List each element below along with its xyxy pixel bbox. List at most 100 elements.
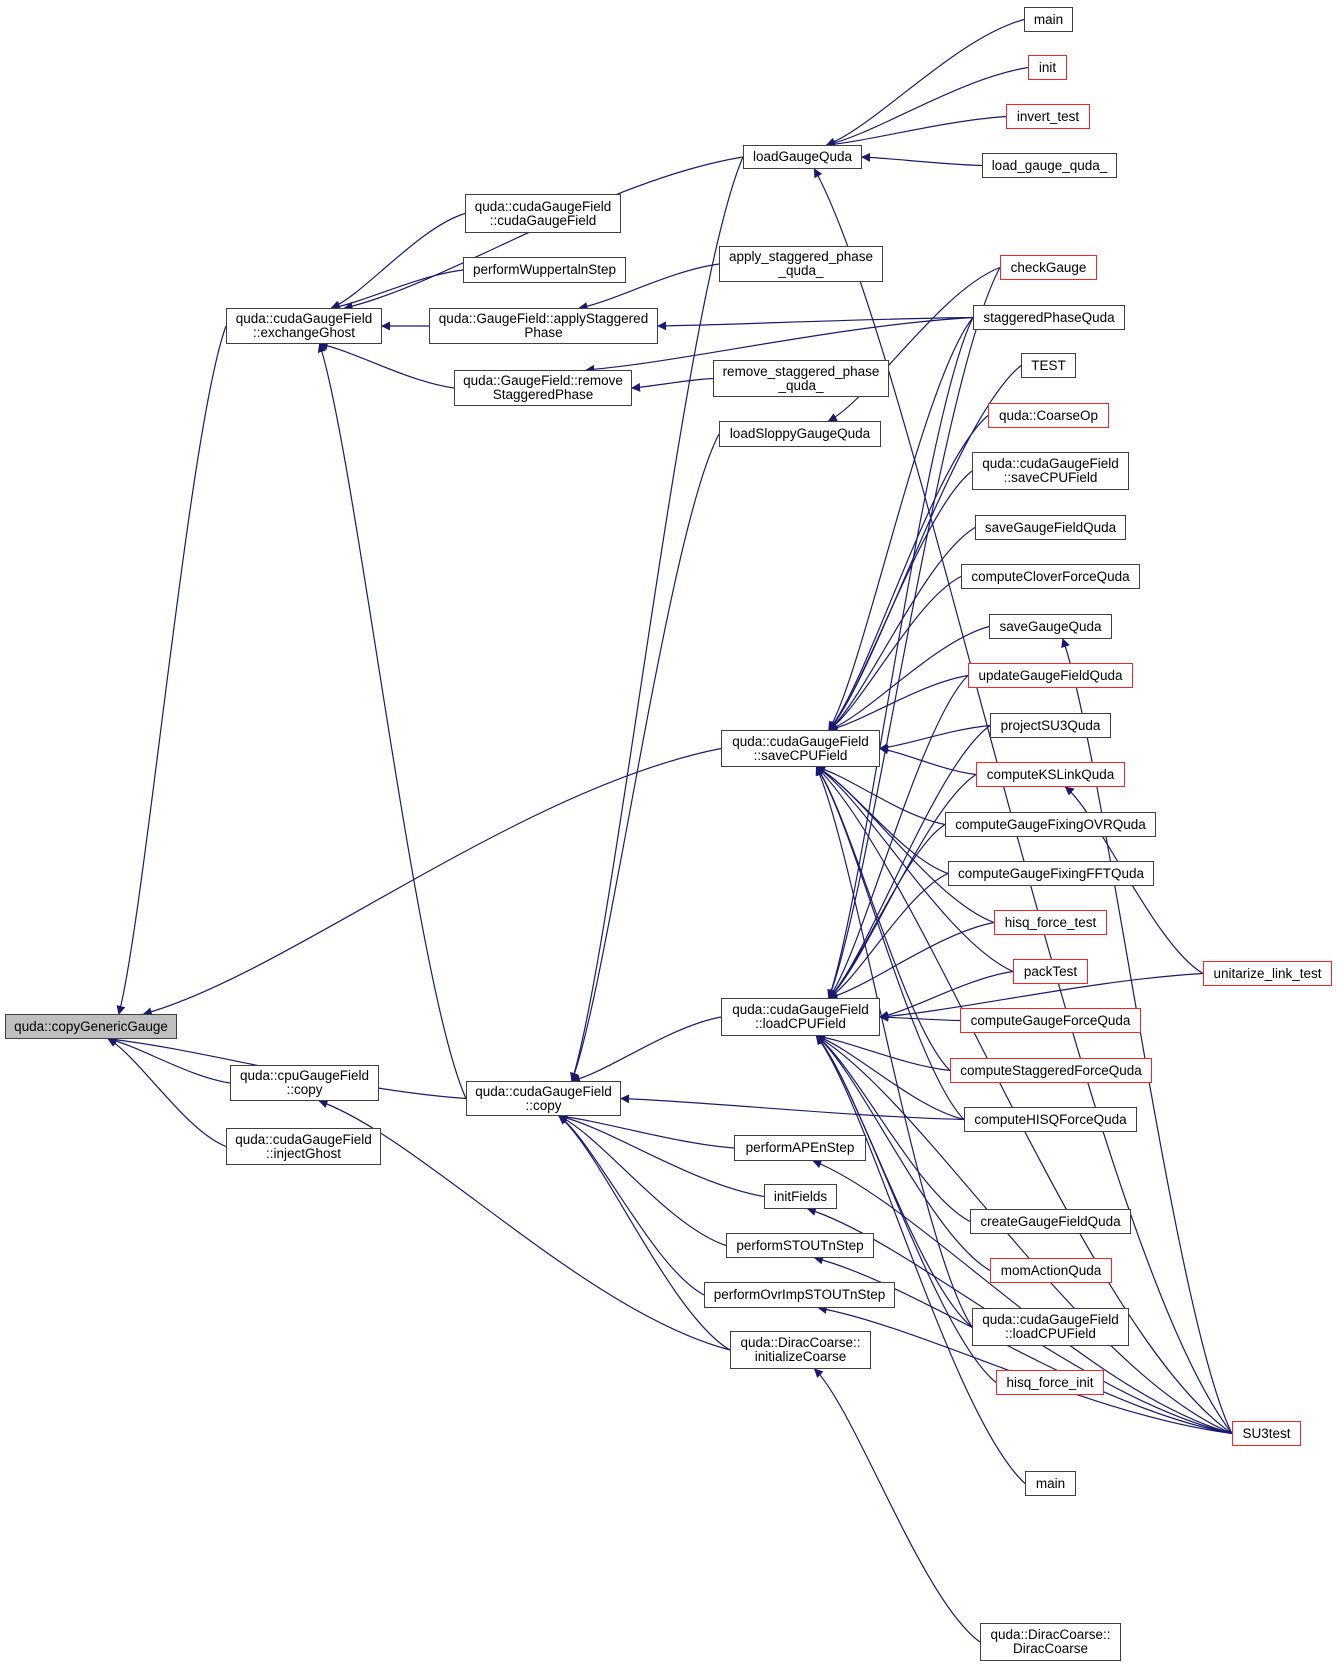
graph-node-saveCPUmid[interactable]: quda::cudaGaugeField ::saveCPUField bbox=[721, 730, 880, 767]
graph-node-stagPhaseQuda[interactable]: staggeredPhaseQuda bbox=[973, 305, 1125, 330]
node-label: quda::cudaGaugeField ::loadCPUField bbox=[732, 1002, 869, 1031]
graph-node-loadCPUmid[interactable]: quda::cudaGaugeField ::loadCPUField bbox=[721, 998, 880, 1036]
edge-hisqForce-to-saveCPUmid bbox=[815, 766, 965, 1120]
graph-node-updateGauge[interactable]: updateGaugeFieldQuda bbox=[968, 663, 1133, 688]
edge-updateGauge-to-loadCPUmid bbox=[828, 675, 969, 999]
edge-saveGaugeQuda-to-saveCPUmid bbox=[828, 625, 990, 732]
graph-node-hisqTest[interactable]: hisq_force_test bbox=[994, 910, 1107, 935]
edge-checkGauge-to-loadSloppy bbox=[827, 266, 1001, 422]
edge-su3test-to-loadCPUmid bbox=[815, 1035, 1233, 1435]
node-label: computeCloverForceQuda bbox=[971, 568, 1130, 584]
edge-fixFFT-to-loadCPUmid bbox=[828, 872, 949, 999]
edge-stagPhaseQuda-to-saveCPUmid bbox=[828, 317, 974, 731]
node-label: loadGaugeQuda bbox=[752, 149, 853, 164]
edge-removeStagQuda-to-removeStag bbox=[631, 377, 714, 392]
edge-ape-to-cudaCopy bbox=[558, 1112, 735, 1149]
node-label: hisq_force_init bbox=[1006, 1374, 1094, 1390]
node-label: main bbox=[1033, 11, 1064, 27]
graph-node-momAction[interactable]: momActionQuda bbox=[990, 1258, 1112, 1283]
graph-node-hisqInit[interactable]: hisq_force_init bbox=[996, 1370, 1104, 1395]
edge-stagPhaseQuda-to-removeStag bbox=[585, 316, 974, 374]
node-label: performSTOUTnStep bbox=[736, 1237, 864, 1253]
edge-initFields-to-cudaCopy bbox=[558, 1113, 765, 1198]
graph-node-removeStag[interactable]: quda::GaugeField::remove StaggeredPhase bbox=[454, 370, 632, 406]
node-label: projectSU3Quda bbox=[1000, 717, 1101, 733]
graph-node-main1[interactable]: main bbox=[1024, 7, 1073, 32]
edge-saveCPUmid-to-copyGenericGauge bbox=[142, 747, 722, 1017]
graph-node-init[interactable]: init bbox=[1028, 55, 1067, 80]
node-label: apply_staggered_phase _quda_ bbox=[728, 249, 874, 278]
edge-loadGaugeQuda-to-cudaCopy bbox=[570, 156, 744, 1082]
graph-node-wuppertal[interactable]: performWuppertalnStep bbox=[463, 257, 626, 283]
edge-ksLink-to-saveCPUmid bbox=[879, 745, 977, 776]
edge-loadGaugeQuda_-to-loadGaugeQuda bbox=[861, 152, 983, 167]
graph-node-ksLink[interactable]: computeKSLinkQuda bbox=[976, 762, 1125, 787]
node-label: updateGaugeFieldQuda bbox=[978, 667, 1123, 683]
edge-cudaCtor-to-exchangeGhost bbox=[330, 212, 466, 309]
node-label: computeStaggeredForceQuda bbox=[960, 1062, 1142, 1078]
edge-createGauge-to-loadCPUmid bbox=[815, 1035, 971, 1223]
graph-node-applyStagQuda[interactable]: apply_staggered_phase _quda_ bbox=[719, 246, 883, 282]
edge-cloverForce-to-saveCPUmid bbox=[828, 575, 962, 731]
graph-node-stagForce[interactable]: computeStaggeredForceQuda bbox=[950, 1058, 1152, 1083]
node-label: remove_staggered_phase _quda_ bbox=[722, 363, 880, 393]
edge-saveGaugeFieldQuda-to-saveCPUmid bbox=[828, 526, 976, 731]
edge-main1-to-loadGaugeQuda bbox=[825, 18, 1025, 147]
edge-gaugeForce-to-loadCPUmid bbox=[879, 1012, 961, 1022]
node-label: TEST bbox=[1031, 357, 1066, 373]
graph-node-saveGaugeFieldQuda[interactable]: saveGaugeFieldQuda bbox=[975, 515, 1126, 540]
edge-loadSloppy-to-cudaCopy bbox=[570, 433, 720, 1082]
graph-node-saveGaugeQuda[interactable]: saveGaugeQuda bbox=[989, 614, 1112, 639]
graph-node-diracCoarse[interactable]: quda::DiracCoarse:: DiracCoarse bbox=[980, 1623, 1121, 1661]
graph-node-fixFFT[interactable]: computeGaugeFixingFFTQuda bbox=[948, 861, 1154, 886]
graph-node-cudaCopy[interactable]: quda::cudaGaugeField ::copy bbox=[466, 1081, 621, 1116]
graph-node-hisqForce[interactable]: computeHISQForceQuda bbox=[964, 1107, 1137, 1132]
edge-stout-to-cudaCopy bbox=[558, 1115, 727, 1247]
graph-node-gaugeForce[interactable]: computeGaugeForceQuda bbox=[960, 1008, 1141, 1033]
edge-init-to-loadGaugeQuda bbox=[825, 66, 1029, 148]
node-label: saveGaugeFieldQuda bbox=[984, 519, 1117, 535]
graph-node-su3test[interactable]: SU3test bbox=[1232, 1421, 1301, 1446]
graph-node-initFields[interactable]: initFields bbox=[764, 1184, 837, 1209]
graph-node-injectGhost[interactable]: quda::cudaGaugeField ::injectGhost bbox=[226, 1128, 381, 1165]
edge-projectSU3-to-loadCPUmid bbox=[828, 725, 991, 999]
graph-node-unitarize[interactable]: unitarize_link_test bbox=[1203, 961, 1332, 986]
graph-node-packTest[interactable]: packTest bbox=[1013, 959, 1088, 984]
graph-node-cloverForce[interactable]: computeCloverForceQuda bbox=[961, 564, 1140, 589]
root-node: quda::copyGenericGauge bbox=[5, 1014, 177, 1039]
graph-node-test[interactable]: TEST bbox=[1021, 353, 1076, 378]
graph-node-loadCPUright[interactable]: quda::cudaGaugeField ::loadCPUField bbox=[972, 1308, 1129, 1346]
graph-node-ape[interactable]: performAPEnStep bbox=[734, 1135, 866, 1161]
graph-node-exchangeGhost[interactable]: quda::cudaGaugeField ::exchangeGhost bbox=[226, 308, 382, 344]
node-label: quda::cudaGaugeField ::loadCPUField bbox=[982, 1312, 1119, 1341]
graph-node-loadSloppy[interactable]: loadSloppyGaugeQuda bbox=[719, 421, 881, 447]
edge-checkGauge-to-loadCPUmid bbox=[827, 267, 1001, 999]
edge-removeStag-to-exchangeGhost bbox=[318, 341, 455, 389]
edge-updateGauge-to-saveCPUmid bbox=[828, 674, 969, 733]
graph-node-loadGaugeQuda_[interactable]: load_gauge_quda_ bbox=[982, 153, 1117, 178]
graph-node-cpuCopy[interactable]: quda::cpuGaugeField ::copy bbox=[230, 1065, 379, 1101]
node-label: initFields bbox=[773, 1188, 828, 1204]
edge-unitarize-to-loadCPUmid bbox=[879, 972, 1204, 1021]
graph-node-projectSU3[interactable]: projectSU3Quda bbox=[990, 713, 1111, 738]
graph-node-ovrImp[interactable]: performOvrImpSTOUTnStep bbox=[704, 1282, 895, 1308]
graph-node-loadGaugeQuda[interactable]: loadGaugeQuda bbox=[743, 145, 862, 169]
graph-node-stout[interactable]: performSTOUTnStep bbox=[726, 1233, 874, 1258]
graph-node-initCoarse[interactable]: quda::DiracCoarse:: initializeCoarse bbox=[730, 1331, 871, 1369]
node-label: computeGaugeFixingOVRQuda bbox=[955, 816, 1146, 832]
graph-node-createGauge[interactable]: createGaugeFieldQuda bbox=[970, 1209, 1131, 1234]
graph-node-saveCPUright[interactable]: quda::cudaGaugeField ::saveCPUField bbox=[972, 452, 1129, 490]
graph-node-main2[interactable]: main bbox=[1025, 1471, 1076, 1496]
graph-node-applyStag[interactable]: quda::GaugeField::applyStaggered Phase bbox=[429, 308, 658, 344]
node-label: computeGaugeFixingFFTQuda bbox=[957, 865, 1145, 881]
node-label: computeGaugeForceQuda bbox=[970, 1012, 1131, 1028]
graph-node-coarseOp[interactable]: quda::CoarseOp bbox=[988, 403, 1109, 428]
graph-node-cudaCtor[interactable]: quda::cudaGaugeField ::cudaGaugeField bbox=[465, 194, 621, 233]
graph-node-removeStagQuda[interactable]: remove_staggered_phase _quda_ bbox=[713, 360, 889, 397]
node-label: staggeredPhaseQuda bbox=[983, 309, 1115, 325]
graph-node-invertTest[interactable]: invert_test bbox=[1006, 104, 1090, 129]
node-label: quda::DiracCoarse:: initializeCoarse bbox=[740, 1335, 861, 1364]
graph-node-checkGauge[interactable]: checkGauge bbox=[1000, 255, 1097, 280]
graph-node-fixOVR[interactable]: computeGaugeFixingOVRQuda bbox=[945, 812, 1156, 837]
